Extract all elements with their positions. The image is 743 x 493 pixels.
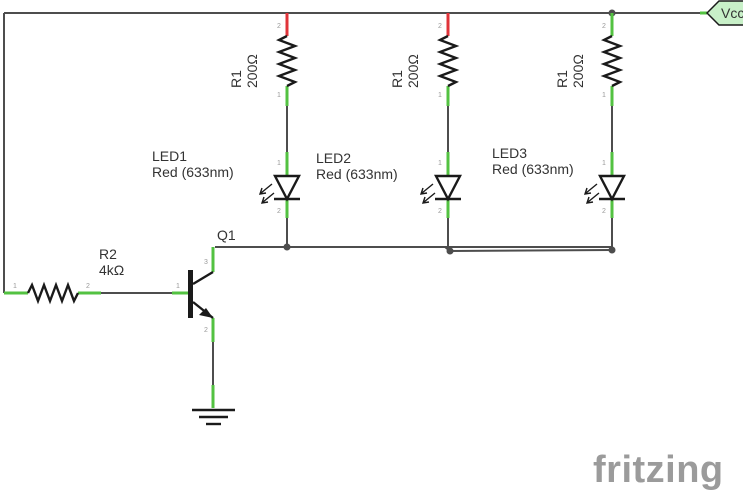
transistor-collector-line bbox=[192, 270, 214, 286]
led-led1[interactable]: 1 2 LED1 Red (633nm) bbox=[152, 148, 301, 218]
resistor-ref-label: R1 bbox=[389, 70, 405, 88]
emitter-arrow-icon bbox=[199, 308, 213, 318]
ground-symbol[interactable] bbox=[192, 385, 235, 426]
vcc-symbol[interactable]: Vcc bbox=[700, 0, 743, 26]
led-ref-label: LED2 bbox=[316, 150, 351, 166]
led-value-label: Red (633nm) bbox=[152, 164, 234, 180]
pin-number: 3 bbox=[204, 259, 208, 266]
pin-number: 1 bbox=[277, 160, 281, 167]
pin-number: 2 bbox=[204, 327, 208, 334]
resistor-value-label: 4kΩ bbox=[99, 262, 124, 278]
light-emission-arrows-icon bbox=[583, 183, 600, 204]
pin-number: 2 bbox=[438, 208, 442, 215]
led-led3[interactable]: 1 2 LED3 Red (633nm) bbox=[492, 145, 626, 218]
resistor-r1-column-1[interactable]: 2 1 R1 200Ω bbox=[228, 13, 299, 106]
pin-number: 2 bbox=[86, 283, 90, 290]
led-value-label: Red (633nm) bbox=[316, 166, 398, 182]
pin-number: 1 bbox=[438, 92, 442, 99]
pin-number: 1 bbox=[602, 160, 606, 167]
led-ref-label: LED1 bbox=[152, 148, 187, 164]
transistor-base-bar bbox=[188, 270, 193, 318]
resistor-r1-column-3[interactable]: 2 1 R1 200Ω bbox=[554, 13, 624, 106]
resistor-ref-label: R1 bbox=[554, 70, 570, 88]
pin-number: 2 bbox=[602, 208, 606, 215]
light-emission-arrows-icon bbox=[419, 183, 436, 204]
pin-number: 2 bbox=[602, 23, 606, 30]
resistor-zigzag bbox=[26, 281, 80, 305]
resistor-zigzag bbox=[436, 34, 460, 88]
vcc-flag bbox=[705, 0, 743, 26]
junction-node-led3 bbox=[608, 246, 616, 254]
resistor-zigzag bbox=[600, 34, 624, 88]
transistor-ref-label: Q1 bbox=[217, 227, 236, 243]
led-value-label: Red (633nm) bbox=[492, 161, 574, 177]
pin-number: 1 bbox=[602, 92, 606, 99]
resistor-ref-label: R1 bbox=[228, 70, 244, 88]
resistor-r2[interactable]: 1 2 R2 4kΩ bbox=[4, 246, 124, 305]
fritzing-logo: fritzing bbox=[593, 449, 724, 491]
transistor-q1[interactable]: 1 3 2 Q1 bbox=[172, 227, 236, 342]
led-triangle bbox=[434, 174, 462, 202]
pin-number: 2 bbox=[277, 208, 281, 215]
pin-number: 2 bbox=[438, 23, 442, 30]
wires bbox=[3, 12, 700, 385]
pin-number: 1 bbox=[277, 92, 281, 99]
led-triangle bbox=[598, 174, 626, 202]
led-led2[interactable]: 1 2 LED2 Red (633nm) bbox=[316, 150, 462, 218]
light-emission-arrows-icon bbox=[258, 183, 275, 204]
resistor-ref-label: R2 bbox=[99, 246, 117, 262]
pin-number: 1 bbox=[176, 283, 180, 290]
pin-number: 1 bbox=[438, 160, 442, 167]
pin-number: 2 bbox=[277, 23, 281, 30]
resistor-value-label: 200Ω bbox=[405, 54, 421, 88]
resistor-value-label: 200Ω bbox=[244, 54, 260, 88]
led-triangle bbox=[273, 174, 301, 202]
junction-node-led2 bbox=[446, 247, 454, 255]
resistor-r1-column-2[interactable]: 2 1 R1 200Ω bbox=[389, 13, 460, 106]
led-ref-label: LED3 bbox=[492, 145, 527, 161]
resistor-zigzag bbox=[275, 34, 299, 88]
pin-number: 1 bbox=[13, 283, 17, 290]
vcc-label: Vcc bbox=[721, 5, 743, 21]
junction-node-led1 bbox=[283, 243, 291, 251]
resistor-value-label: 200Ω bbox=[570, 54, 586, 88]
